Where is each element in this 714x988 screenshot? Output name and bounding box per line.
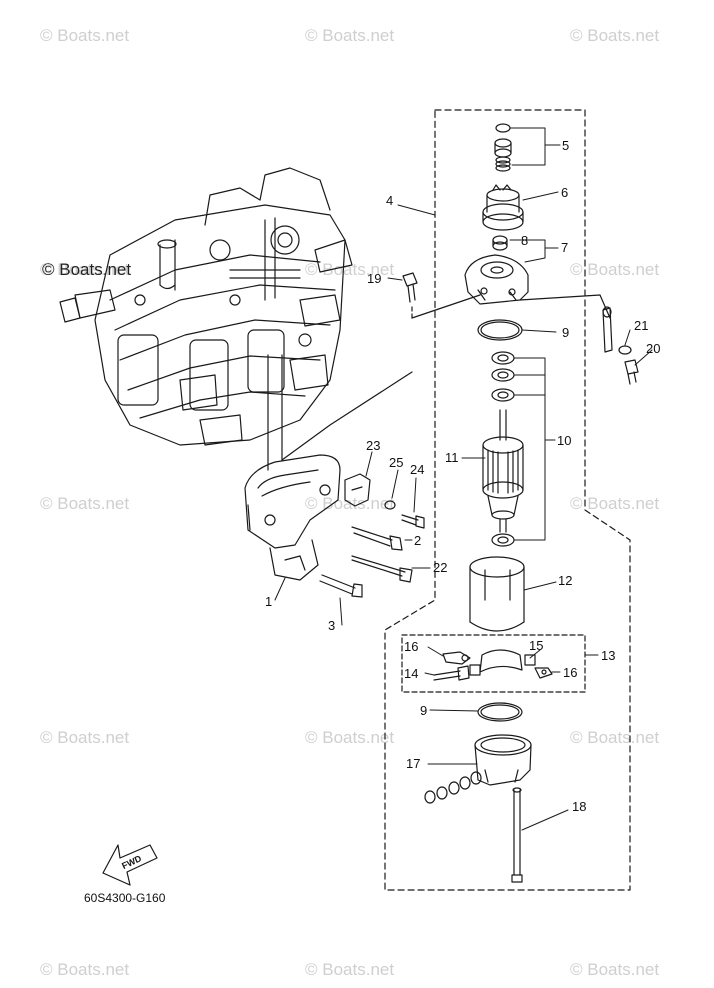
label-24: 24 (410, 462, 424, 477)
yoke-12 (469, 556, 525, 632)
band-22 (351, 555, 413, 583)
bush-8 (492, 235, 508, 251)
label-5: 5 (562, 138, 569, 153)
part-labels: 5 6 4 7 8 19 9 21 20 10 11 23 25 24 2 22… (84, 138, 660, 905)
watermark: © Boats.net (40, 26, 130, 45)
watermark: © Boats.net (570, 494, 660, 513)
label-21: 21 (634, 318, 648, 333)
label-8: 8 (521, 233, 528, 248)
label-23: 23 (366, 438, 380, 453)
brush-holder-box (401, 634, 586, 693)
spring-5 (495, 156, 511, 172)
brush-holder-13 (442, 649, 553, 679)
washers-17 (424, 771, 482, 804)
terminal-21 (602, 306, 613, 353)
watermark: © Boats.net (570, 960, 660, 979)
label-1: 1 (265, 594, 272, 609)
label-4: 4 (386, 193, 393, 208)
label-6: 6 (561, 185, 568, 200)
washer-21 (618, 345, 632, 355)
end-bracket-17 (474, 734, 532, 786)
label-19: 19 (367, 271, 381, 286)
label-3: 3 (328, 618, 335, 633)
engine-block (59, 167, 353, 446)
label-2: 2 (414, 533, 421, 548)
bolt-20 (624, 359, 639, 385)
housing-7 (464, 254, 529, 305)
plate-23 (344, 473, 371, 507)
watermark: © Boats.net (305, 960, 395, 979)
label-22: 22 (433, 560, 447, 575)
watermark: © Boats.net (570, 26, 660, 45)
watermark: © Boats.net (40, 260, 130, 279)
watermark: © Boats.net (305, 728, 395, 747)
assembly-boundary (384, 109, 631, 891)
label-13: 13 (601, 648, 615, 663)
watermark: © Boats.net (570, 728, 660, 747)
diagram-code: 60S4300-G160 (84, 891, 166, 905)
label-10: 10 (557, 433, 571, 448)
screw-14 (433, 665, 470, 681)
label-9a: 9 (562, 325, 569, 340)
bolt-24 (401, 514, 425, 529)
label-9b: 9 (420, 703, 427, 718)
label-7: 7 (561, 240, 568, 255)
washer-25 (384, 500, 396, 510)
leader-lines (274, 127, 653, 831)
bolt-2 (351, 526, 403, 551)
label-16a: 16 (404, 639, 418, 654)
label-20: 20 (646, 341, 660, 356)
watermark: © Boats.net (570, 260, 660, 279)
label-12: 12 (558, 573, 572, 588)
watermark-highlight: © Boats.net (42, 260, 132, 279)
watermark: © Boats.net (305, 260, 395, 279)
watermark: © Boats.net (40, 960, 130, 979)
bolt-19 (402, 272, 418, 303)
circlip-5 (495, 123, 511, 133)
label-18: 18 (572, 799, 586, 814)
starter-bracket (244, 454, 341, 581)
o-ring-9 (477, 319, 523, 341)
label-15: 15 (529, 638, 543, 653)
label-14: 14 (404, 666, 418, 681)
label-25: 25 (389, 455, 403, 470)
washers-10 (491, 351, 515, 547)
collar-5 (494, 138, 512, 158)
label-11: 11 (445, 450, 459, 465)
bolt-3 (319, 574, 363, 598)
watermark: © Boats.net (40, 494, 130, 513)
watermark: © Boats.net (305, 26, 395, 45)
pinion-6 (482, 184, 524, 231)
label-17: 17 (406, 756, 420, 771)
armature-11 (482, 409, 524, 533)
o-ring-9-lower (477, 702, 523, 722)
label-16b: 16 (563, 665, 577, 680)
through-bolt-18 (511, 787, 523, 883)
fwd-arrow-icon (102, 844, 158, 886)
watermark: © Boats.net (40, 728, 130, 747)
